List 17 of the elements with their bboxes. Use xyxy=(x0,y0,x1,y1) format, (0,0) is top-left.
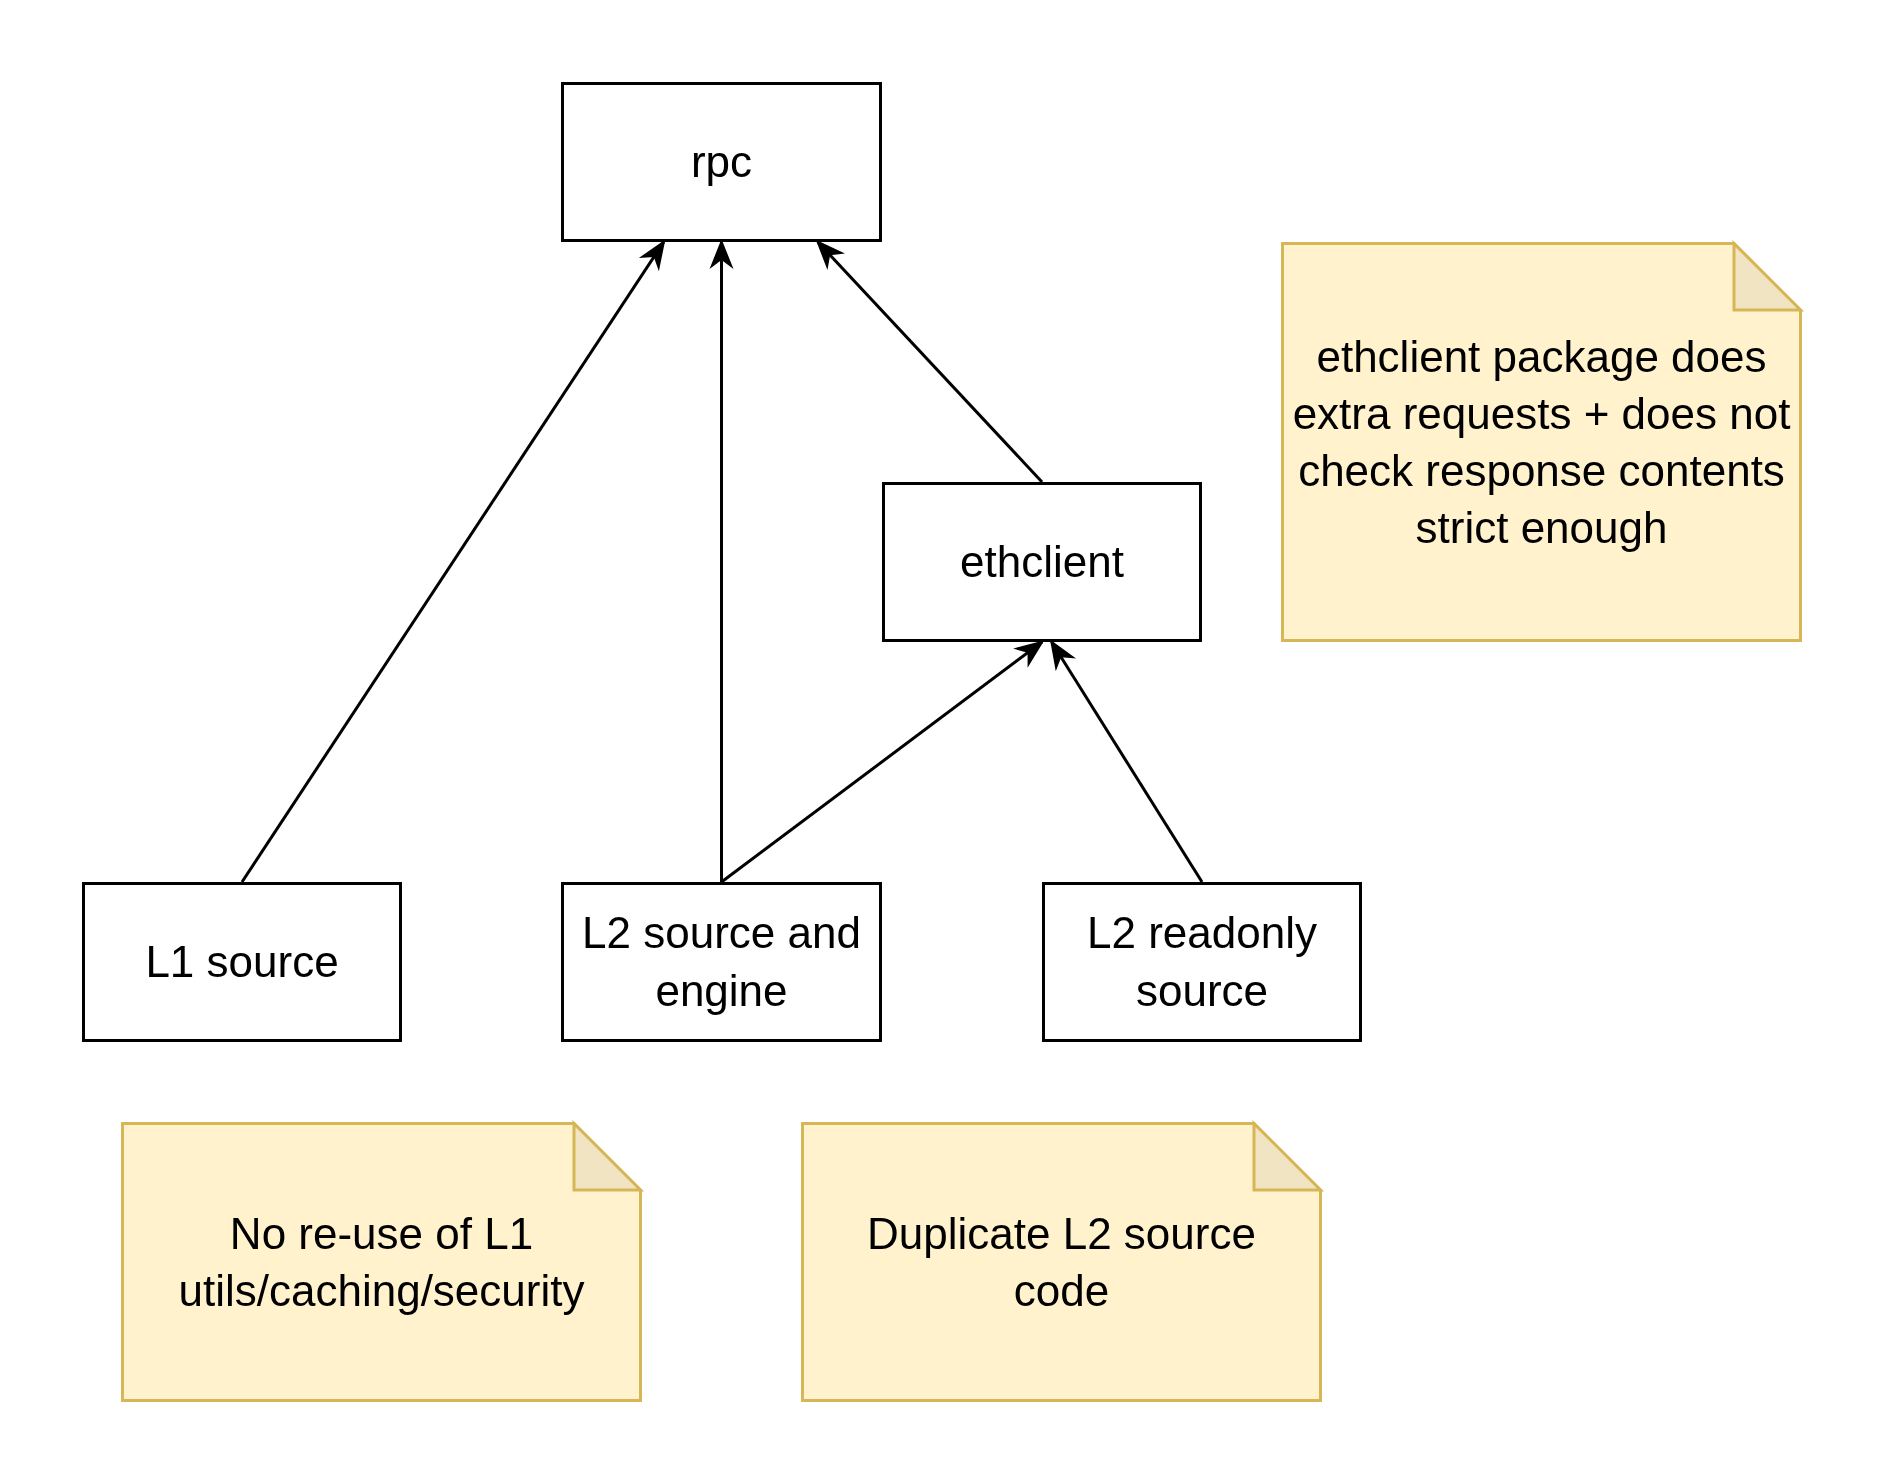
process-box xyxy=(82,882,402,1042)
node-label: L2 source and engine xyxy=(581,907,862,1017)
process-box xyxy=(561,82,882,242)
note-text: Duplicate L2 source code xyxy=(866,1208,1257,1317)
note-text: ethclient package does extra requests + does not check response contents strict enough xyxy=(1291,331,1792,554)
note-card xyxy=(121,1122,642,1402)
process-box xyxy=(561,882,882,1042)
node-label: L1 source xyxy=(144,936,340,988)
note-card xyxy=(1281,242,1802,642)
node-label: rpc xyxy=(689,136,754,188)
note-card xyxy=(801,1122,1322,1402)
process-box xyxy=(1042,882,1362,1042)
node-label: L2 readonly source xyxy=(1086,907,1318,1017)
process-box xyxy=(882,482,1202,642)
node-label: ethclient xyxy=(959,536,1125,588)
arrow xyxy=(720,640,1045,884)
note-text: No re-use of L1 utils/caching/security xyxy=(177,1208,586,1317)
